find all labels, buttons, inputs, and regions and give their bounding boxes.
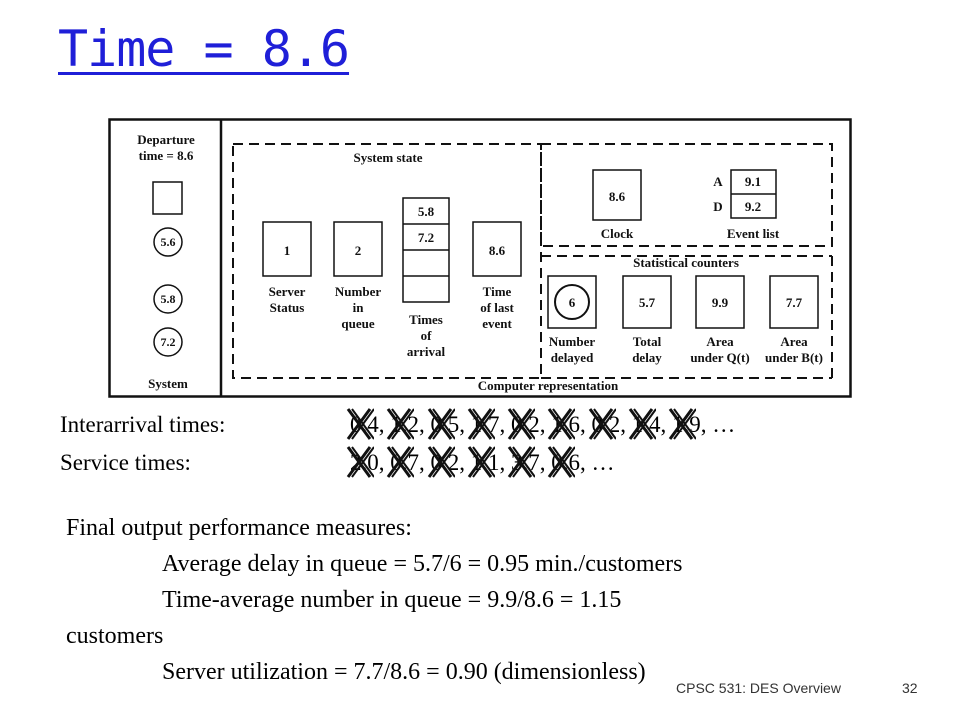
system-state-label: System state (354, 150, 423, 165)
time-avg-number-measure: Time-average number in queue = 9.9/8.6 =… (162, 587, 622, 613)
interarrival-value: 1.2 (387, 408, 419, 440)
slide-footer: CPSC 531: DES Overview (676, 680, 841, 696)
customer-arrival-time: 5.8 (161, 292, 176, 306)
utilization-measure: Server utilization = 7.7/8.6 = 0.90 (dim… (162, 659, 646, 685)
performance-measures: Final output performance measures: Avera… (66, 510, 683, 690)
clock-box (592, 169, 642, 221)
area-b-box (769, 275, 819, 329)
interarrival-value: 0.2 (507, 408, 540, 440)
interarrival-value: 1.6 (548, 408, 580, 440)
time-last-event-label-2: of last (480, 300, 514, 315)
simulation-state-diagram: Departure time = 8.6 5.6 5.8 7.2 System … (108, 118, 852, 398)
number-delayed-box (547, 275, 597, 329)
total-delay-label-2: delay (632, 350, 662, 365)
total-delay-value: 5.7 (639, 295, 656, 310)
service-value: 0.7 (387, 446, 419, 478)
figure-outer-frame (108, 118, 852, 398)
interarrival-value: 1.4 (628, 408, 661, 440)
event-list-label: Event list (727, 226, 780, 241)
measures-heading: Final output performance measures: (66, 515, 412, 541)
clock-label: Clock (601, 226, 634, 241)
clock-region (540, 143, 833, 247)
number-delayed-value: 6 (569, 295, 576, 310)
service-label: Service times: (60, 450, 191, 475)
total-delay-box (622, 275, 672, 329)
total-delay-label-1: Total (633, 334, 662, 349)
server-status-value: 1 (284, 243, 291, 258)
service-values: 2.0, 0.7, 0.2, 1.1, 3.7, 0.6, … (346, 446, 615, 478)
number-delayed-circle (554, 284, 590, 320)
time-last-event-label-1: Time (483, 284, 512, 299)
service-value: 1.1 (467, 446, 500, 478)
time-last-event-box (472, 221, 522, 277)
slide-title: Time = 8.6 (58, 20, 350, 78)
customer-arrival-time: 5.6 (161, 235, 176, 249)
cross-out-icon (346, 408, 374, 440)
area-q-label-2: under Q(t) (690, 350, 749, 365)
area-b-label-1: Area (780, 334, 808, 349)
service-value: 0.6 (548, 446, 580, 478)
interarrival-value: 0.2 (588, 408, 620, 440)
departure-label-2: time = 8.6 (139, 148, 194, 163)
service-ellipsis: … (591, 450, 615, 475)
number-in-queue-label-3: queue (341, 316, 374, 331)
interarrival-value: 1.7 (467, 408, 500, 440)
event-list-a-value: 9.1 (745, 174, 761, 189)
clock-value: 8.6 (609, 189, 626, 204)
event-list-a-label: A (713, 174, 723, 189)
number-in-queue-label-2: in (353, 300, 365, 315)
customer-circle (153, 227, 183, 257)
times-of-arrival-label-3: arrival (407, 344, 446, 359)
interarrival-label: Interarrival times: (60, 412, 226, 437)
area-q-value: 9.9 (712, 295, 729, 310)
number-delayed-label-2: delayed (551, 350, 594, 365)
service-value: 2.0 (346, 446, 379, 478)
interarrival-ellipsis: … (712, 412, 736, 437)
server-status-label-1: Server (269, 284, 306, 299)
server-status-label-2: Status (270, 300, 305, 315)
interarrival-values: 0.4, 1.2, 0.5, 1.7, 0.2, 1.6, 0.2, 1.4, … (346, 408, 736, 440)
service-value: 3.7 (507, 446, 540, 478)
interarrival-value: 1.9 (668, 408, 701, 440)
event-list-d-label: D (713, 199, 722, 214)
area-b-label-2: under B(t) (765, 350, 823, 365)
system-state-region (232, 143, 542, 379)
page-number: 32 (902, 680, 918, 696)
times-of-arrival-label-1: Times (409, 312, 443, 327)
number-in-queue-box (333, 221, 383, 277)
customer-circle (153, 327, 183, 357)
number-in-queue-value: 2 (355, 243, 362, 258)
times-of-arrival-label-2: of (421, 328, 433, 343)
departure-label-1: Departure (137, 132, 195, 147)
customer-circle (153, 284, 183, 314)
area-b-value: 7.7 (786, 295, 803, 310)
number-in-queue-label-1: Number (335, 284, 381, 299)
times-of-arrival-value: 7.2 (418, 230, 434, 245)
computer-representation-label: Computer representation (478, 378, 619, 393)
statistical-counters-label: Statistical counters (633, 255, 739, 270)
time-avg-number-continuation: customers (66, 623, 164, 649)
customer-arrival-time: 7.2 (161, 335, 176, 349)
time-last-event-value: 8.6 (489, 243, 506, 258)
time-last-event-label-3: event (482, 316, 512, 331)
server-box (152, 181, 183, 215)
times-of-arrival-value: 5.8 (418, 204, 435, 219)
system-label: System (148, 376, 188, 391)
number-delayed-label-1: Number (549, 334, 595, 349)
interarrival-value: 0.4 (346, 408, 379, 440)
event-list-d-value: 9.2 (745, 199, 761, 214)
area-q-label-1: Area (706, 334, 734, 349)
cross-out-icon (346, 446, 374, 478)
avg-delay-measure: Average delay in queue = 5.7/6 = 0.95 mi… (162, 551, 683, 577)
interarrival-value: 0.5 (427, 408, 459, 440)
server-status-box (262, 221, 312, 277)
service-value: 0.2 (427, 446, 459, 478)
area-q-box (695, 275, 745, 329)
